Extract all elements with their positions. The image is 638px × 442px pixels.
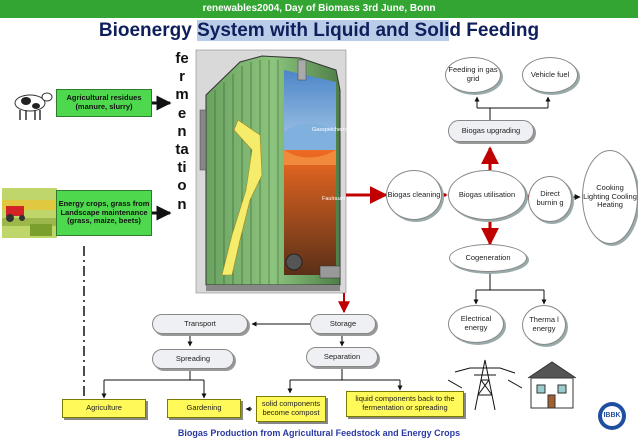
node-gardening: Gardening: [167, 399, 241, 418]
input-energy-crops: Energy crops, grass from Landscape maint…: [56, 190, 152, 236]
gas-storage-label: Gasspeicherraum: [312, 127, 356, 133]
footer-caption: Biogas Production from Agricultural Feed…: [177, 428, 461, 438]
title-part-3: d Feeding: [449, 20, 540, 41]
event-banner: renewables2004, Day of Biomass 3rd June,…: [0, 0, 638, 18]
fermentation-chamber-label: Faulraum: [322, 196, 346, 202]
node-liquid-components: liquid components back to the fermentati…: [346, 391, 464, 417]
node-storage: Storage: [310, 314, 376, 334]
node-transport: Transport: [152, 314, 248, 334]
node-biogas-cleaning: Biogas cleaning: [386, 170, 442, 220]
ibbk-logo-text: IBBK: [603, 411, 621, 419]
node-biogas-upgrading: Biogas upgrading: [448, 120, 534, 142]
input-agricultural-residues: Agricultural residues (manure, slurry): [56, 89, 152, 117]
node-cogeneration: Cogeneration: [449, 244, 527, 272]
node-heat-uses: Cooking Lighting Cooling Heating: [582, 150, 638, 244]
node-vehicle-fuel: Vehicle fuel: [522, 57, 578, 93]
node-thermal-energy: Therma l energy: [522, 305, 566, 345]
ibbk-logo: [598, 402, 626, 430]
house-illustration: [527, 361, 577, 409]
fermentation-label: fermentation: [175, 50, 189, 213]
power-pylon-illustration: [447, 359, 523, 411]
fermenter-silo-illustration: [195, 49, 347, 294]
node-spreading: Spreading: [152, 349, 234, 369]
title-part-1: Bioenergy: [98, 20, 198, 41]
page-title: Bioenergy System with Liquid and Solid F…: [0, 20, 638, 42]
node-solid-components: solid components become compost: [256, 396, 326, 422]
node-feeding-gas-grid: Feeding in gas grid: [445, 57, 501, 93]
node-electrical-energy: Electrical energy: [448, 305, 504, 343]
field-tractor-illustration: [2, 188, 57, 238]
node-separation: Separation: [306, 347, 378, 367]
node-direct-burning: Direct burnin g: [528, 176, 572, 222]
node-biogas-utilisation: Biogas utilisation: [448, 170, 526, 220]
node-agriculture: Agriculture: [62, 399, 146, 418]
title-part-2-highlight: System with Liquid and Soli: [197, 20, 450, 41]
cow-illustration: [14, 92, 53, 120]
